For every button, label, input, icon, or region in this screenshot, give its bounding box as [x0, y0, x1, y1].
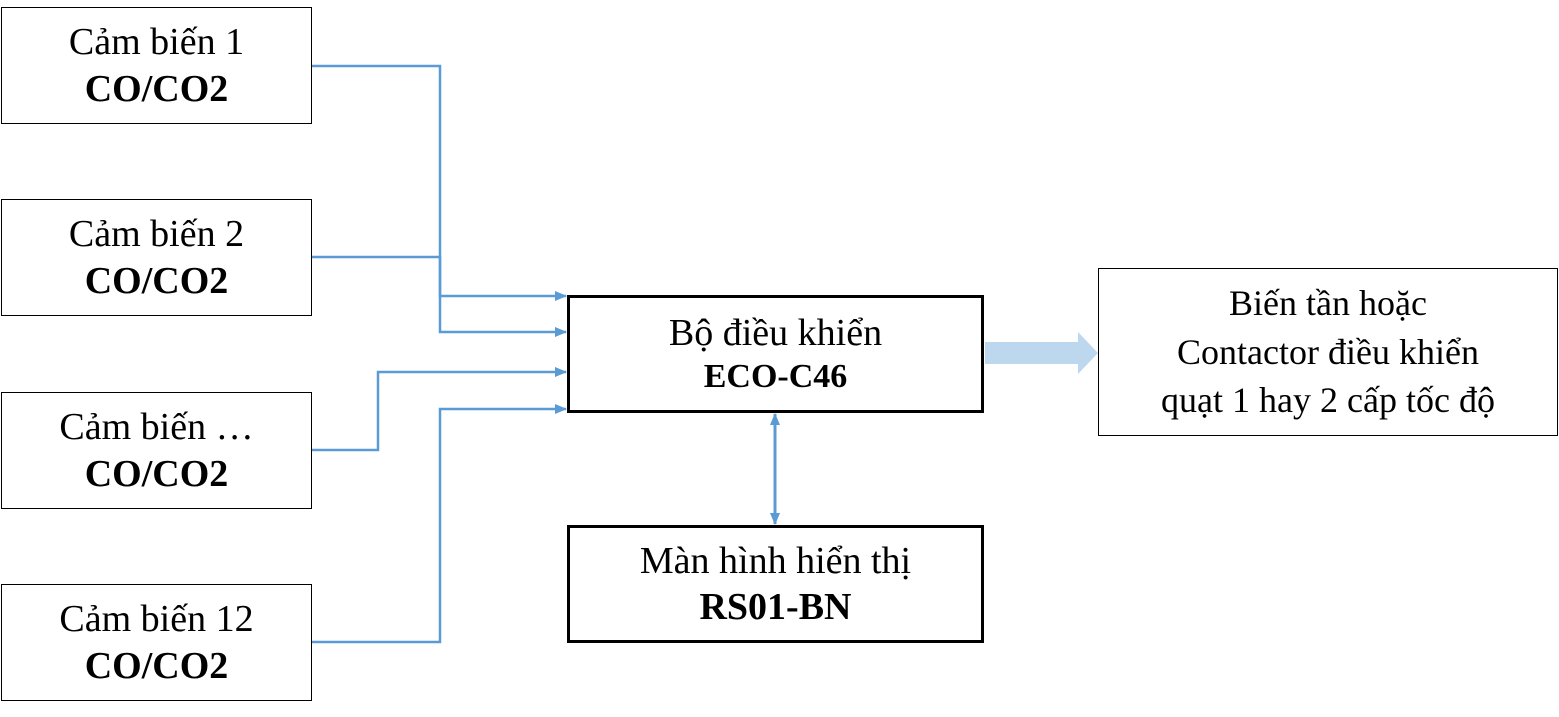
sensor-3-label: Cảm biến … — [59, 406, 254, 449]
display-box: Màn hình hiển thị RS01-BN — [567, 525, 984, 643]
display-model: RS01-BN — [699, 586, 852, 628]
controller-model: ECO-C46 — [703, 358, 848, 396]
sensor-3-type: CO/CO2 — [84, 452, 229, 495]
sensor-4-type: CO/CO2 — [84, 644, 229, 687]
output-arrow — [985, 332, 1098, 374]
connector-sensor-4 — [312, 404, 567, 644]
connector-sensor-1 — [312, 64, 567, 301]
controller-box: Bộ điều khiển ECO-C46 — [567, 295, 984, 413]
controller-label: Bộ điều khiển — [668, 312, 883, 355]
connector-sensor-3 — [312, 367, 567, 452]
output-box: Biến tần hoặc Contactor điều khiển quạt … — [1098, 268, 1558, 436]
sensor-box-4: Cảm biến 12 CO/CO2 — [1, 584, 312, 701]
output-line-1: Biến tần hoặc — [1229, 282, 1427, 323]
sensor-box-2: Cảm biến 2 CO/CO2 — [1, 199, 312, 316]
sensor-box-3: Cảm biến … CO/CO2 — [1, 392, 312, 509]
sensor-1-label: Cảm biến 1 — [68, 21, 245, 64]
sensor-box-1: Cảm biến 1 CO/CO2 — [1, 7, 312, 124]
sensor-2-label: Cảm biến 2 — [68, 213, 245, 256]
display-label: Màn hình hiển thị — [639, 539, 912, 582]
sensor-1-type: CO/CO2 — [84, 67, 229, 110]
connector-sensor-2 — [312, 255, 567, 337]
sensor-4-label: Cảm biến 12 — [59, 598, 254, 641]
output-line-2: Contactor điều khiển — [1177, 331, 1479, 372]
sensor-2-type: CO/CO2 — [84, 259, 229, 302]
output-line-3: quạt 1 hay 2 cấp tốc độ — [1161, 380, 1495, 421]
